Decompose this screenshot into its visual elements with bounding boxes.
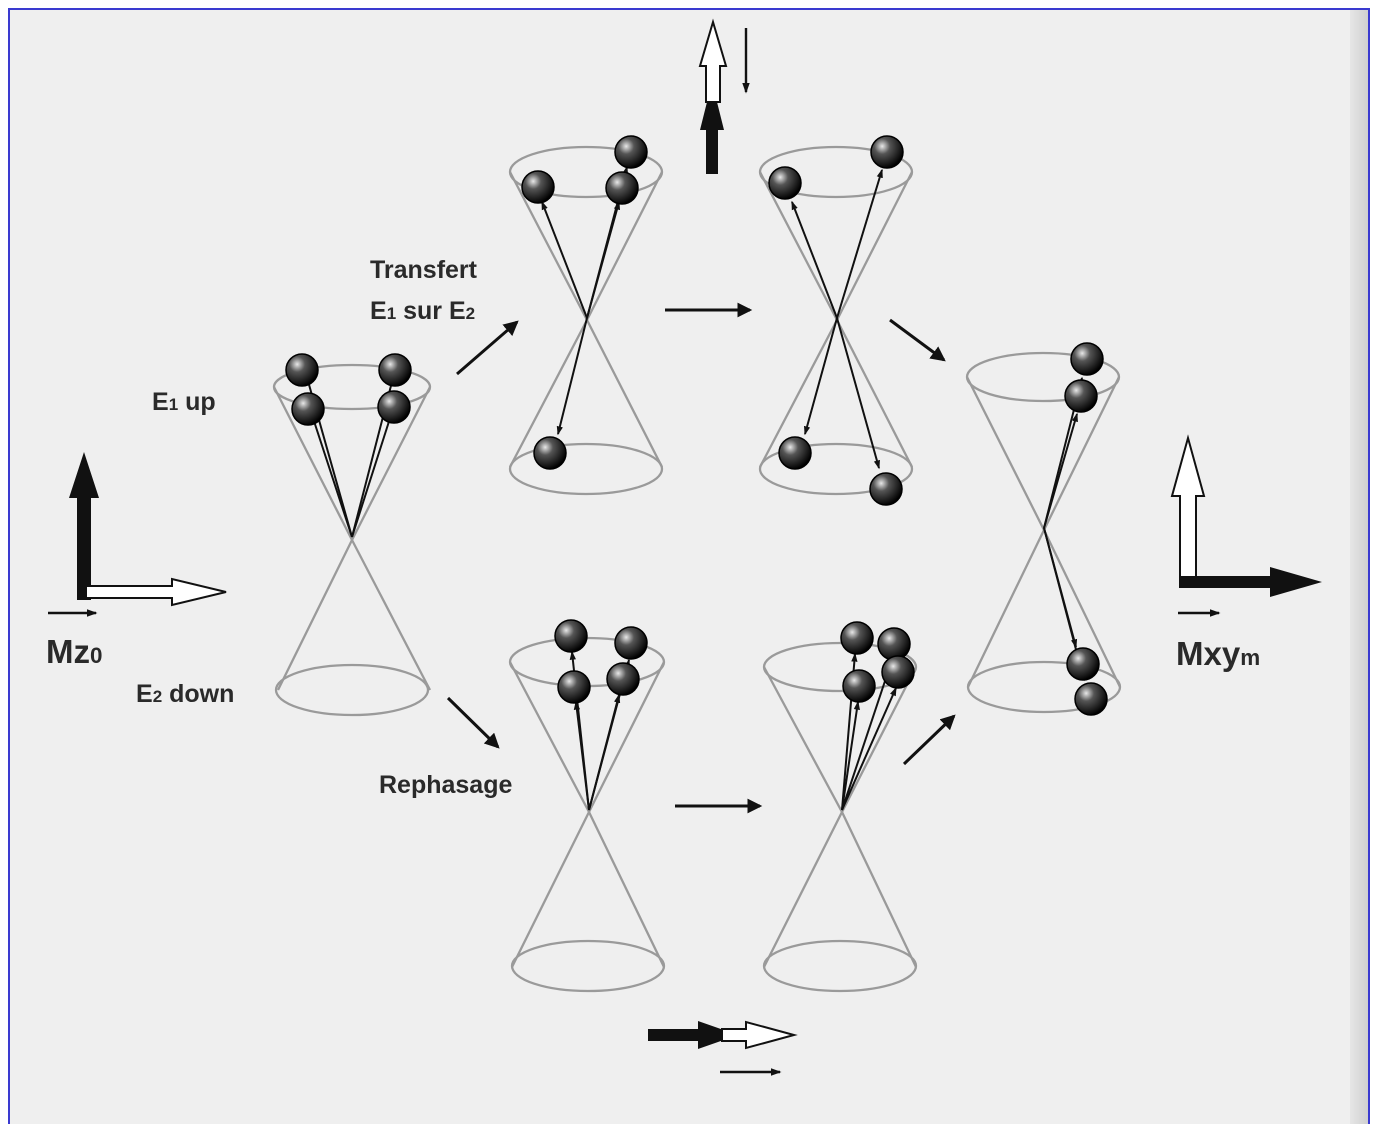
spin-ball-icon [557,670,591,704]
figure-frame: E1 up E2 down Transfert E1 sur E2 Rephas… [8,8,1370,1124]
vector-arrow-icon [456,320,519,376]
label-rephasage: Rephasage [379,771,513,799]
magnetization-arrow-icon [1170,434,1206,588]
spin-ball-icon [533,436,567,470]
spin-ball-icon [1066,647,1100,681]
magnetization-arrow-icon [698,18,728,103]
magnetization-arrow-icon [700,82,724,174]
cone-icon [508,661,666,968]
spin-ball-icon [869,472,903,506]
cone-3 [758,135,914,506]
cone-6 [965,342,1122,716]
spin-ball-icon [840,621,874,655]
label-mxym: Mxym [1176,635,1261,672]
precession-diagram [48,18,1322,1076]
spin-ball-icon [291,392,325,426]
spin-ball-icon [614,626,648,660]
cone-icon [965,376,1122,688]
spin-ball-icon [377,390,411,424]
spin-ball-icon [521,170,555,204]
vector-arrow-icon [446,696,500,749]
spin-ball-icon [554,619,588,653]
bottom-magnetization-arrows [648,1020,798,1076]
cone-icon [272,386,432,691]
magnetization-arrow-icon [69,452,99,600]
cone-5 [762,621,918,993]
cone-icon [762,666,918,968]
spin-ball-icon [1070,342,1104,376]
spin-ball-icon [778,436,812,470]
label-transfert: Transfert [370,256,477,284]
cone-2 [508,135,664,496]
spin-ball-icon [378,353,412,387]
magnetization-arrow-icon [85,577,227,607]
page-edge-shadow [1350,10,1368,1124]
spin-ball-icon [1074,682,1108,716]
vector-arrow-icon [902,714,956,766]
label-mz0: Mz0 [46,633,103,670]
magnetization-arrow-icon [1180,567,1322,597]
spin-ball-icon [606,662,640,696]
spin-ball-icon [1064,379,1098,413]
spin-ball-icon [881,655,915,689]
vector-arrow-icon [889,318,946,362]
mxym-magnetization-arrows [1170,434,1322,617]
top-magnetization-arrows [698,18,750,174]
magnetization-arrow-icon [648,1021,738,1049]
spin-ball-icon [285,353,319,387]
spin-ball-icon [605,171,639,205]
spin-ball-icon [614,135,648,169]
mz0-magnetization-arrows [48,452,227,617]
cone-4 [508,619,666,993]
spin-ball-icon [768,166,802,200]
cone-1 [272,353,432,717]
label-e1-sur-e2: E1 sur E2 [370,297,476,325]
spin-ball-icon [842,669,876,703]
spin-ball-icon [870,135,904,169]
transition-arrows [446,302,956,814]
label-e1-up: E1 up [152,388,216,416]
label-e2-down: E2 down [136,680,235,708]
magnetization-arrow-icon [721,1020,798,1050]
spin-ball-icon [877,627,911,661]
